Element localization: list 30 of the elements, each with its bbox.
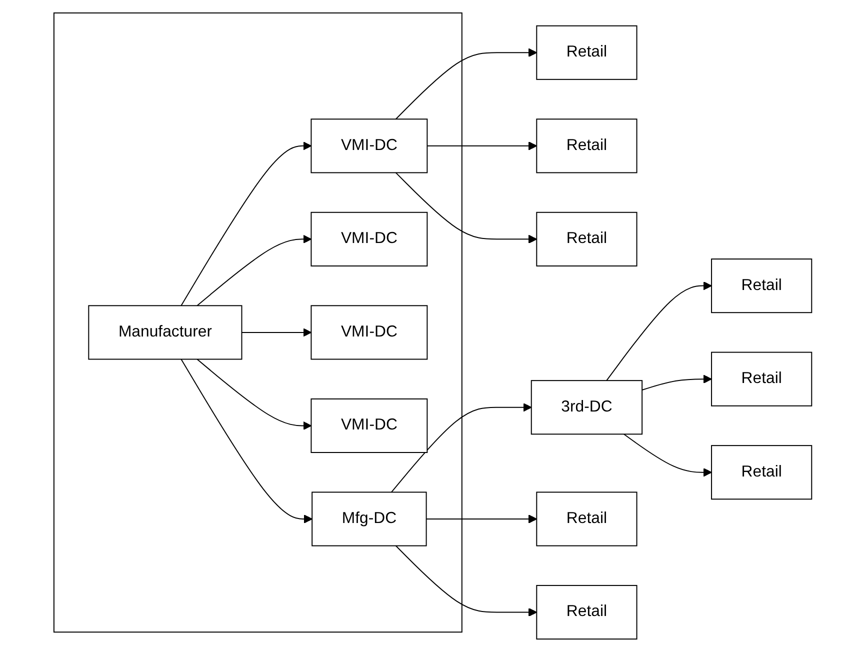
node-box: Retail: [710, 258, 812, 314]
arrow: [240, 328, 312, 337]
node-box: Mfg-DC: [311, 492, 426, 546]
arrow: [196, 358, 312, 430]
node-box: VMI-DC: [310, 212, 428, 266]
node-box: Retail: [710, 445, 812, 500]
cluster: [53, 12, 462, 633]
arrow: [426, 514, 537, 524]
node-box: Retail: [536, 118, 637, 174]
arrow: [180, 142, 312, 306]
node-box: Manufacturer: [88, 305, 242, 360]
node-box: Retail: [536, 212, 637, 266]
node-box: VMI-DC: [310, 305, 428, 360]
arrow: [641, 374, 712, 390]
node-box: Retail: [710, 352, 812, 406]
arrow: [196, 234, 312, 306]
node-box: Retail: [536, 25, 637, 80]
arrow: [395, 172, 537, 244]
arrow: [180, 358, 312, 524]
node-box: VMI-DC: [310, 398, 428, 453]
arrow: [395, 545, 537, 617]
node-box: Retail: [536, 492, 637, 546]
node-box: 3rd-DC: [530, 380, 642, 435]
arrow: [606, 281, 712, 382]
arrow: [395, 48, 537, 120]
arrow: [623, 434, 712, 477]
arrow: [390, 403, 532, 493]
node-box: VMI-DC: [310, 118, 428, 174]
node-box: Retail: [536, 584, 637, 640]
arrow: [426, 142, 537, 150]
